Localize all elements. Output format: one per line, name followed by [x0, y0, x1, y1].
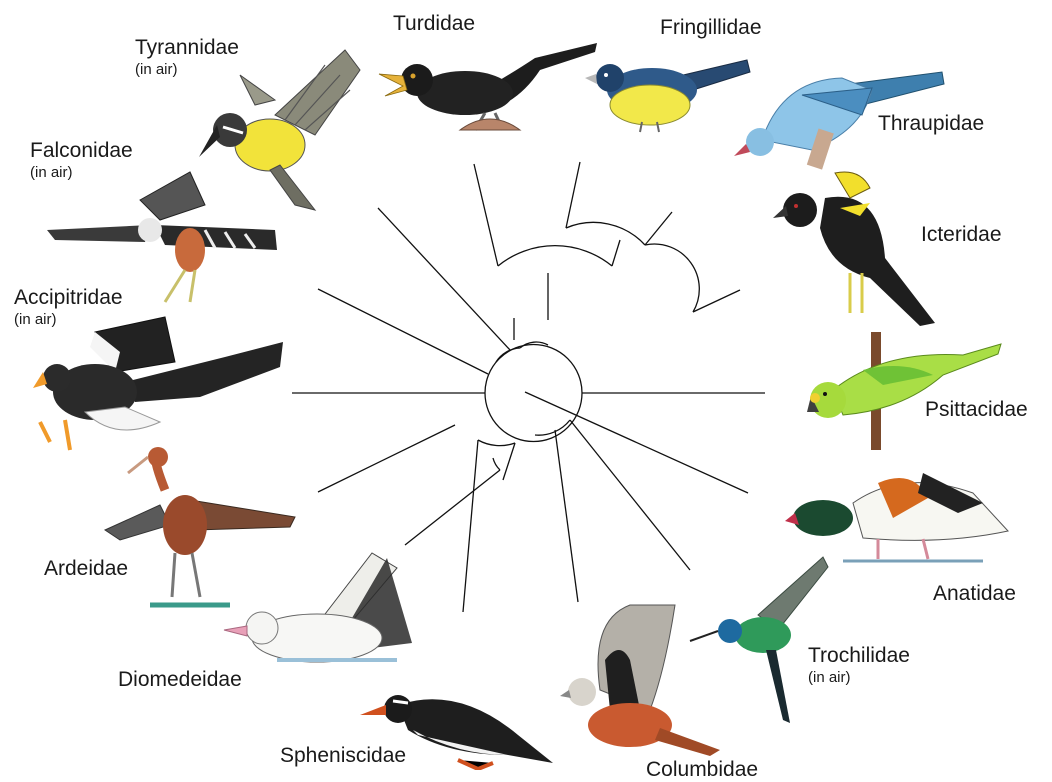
- parrot-icon: [803, 330, 1003, 450]
- label-turdidae: Turdidae: [393, 12, 475, 35]
- clade-arc-thraupidae: [645, 244, 699, 312]
- branch-anatidae: [525, 392, 748, 493]
- branch-fringillidae: [566, 162, 580, 228]
- branch-trochilidae: [570, 420, 690, 570]
- root-arc-upper: [485, 344, 582, 393]
- tanager-icon: [732, 60, 947, 175]
- branch-icteridae: [693, 290, 740, 312]
- taxon-name: Diomedeidae: [118, 668, 242, 691]
- falcon-icon: [45, 170, 283, 310]
- penguin-icon: [358, 685, 558, 770]
- branch-falconidae: [318, 289, 488, 374]
- clade-arc-trochilidae: [535, 420, 570, 435]
- clade-arc-oscines: [498, 246, 612, 266]
- label-fringillidae: Fringillidae: [660, 16, 762, 39]
- label-diomedeidae: Diomedeidae: [118, 668, 242, 691]
- root-arc-lower: [485, 393, 582, 441]
- shelduck-icon: [783, 463, 1018, 568]
- taxon-name: Anatidae: [933, 582, 1016, 605]
- taxon-name: Falconidae: [30, 139, 133, 162]
- blackbird-icon: [375, 38, 600, 138]
- branch-diomedeidae: [405, 470, 500, 545]
- branch-stem-thraupid: [612, 240, 620, 266]
- branch-turdidae: [474, 164, 498, 266]
- heron-icon: [100, 445, 300, 613]
- blackbird-icteridae-icon: [770, 168, 945, 328]
- taxon-name: Columbidae: [646, 758, 758, 781]
- branch-thraupidae: [645, 212, 672, 245]
- branch-columbidae: [555, 430, 578, 602]
- branch-waterbirds: [503, 443, 515, 480]
- clade-arc-fringillidae: [566, 222, 645, 245]
- taxon-name: Turdidae: [393, 12, 475, 35]
- clade-arc-diomedeidae: [493, 458, 500, 470]
- dove-icon: [560, 600, 725, 760]
- label-anatidae: Anatidae: [933, 582, 1016, 605]
- euphonia-icon: [582, 50, 752, 135]
- branch-ardeidae: [318, 425, 455, 492]
- clade-arc-waterbirds: [478, 440, 515, 446]
- taxon-name: Fringillidae: [660, 16, 762, 39]
- label-columbidae: Columbidae: [646, 758, 758, 781]
- clade-arc-passerines: [496, 348, 520, 362]
- branch-spheniscidae: [463, 440, 478, 612]
- eagle-icon: [25, 312, 287, 457]
